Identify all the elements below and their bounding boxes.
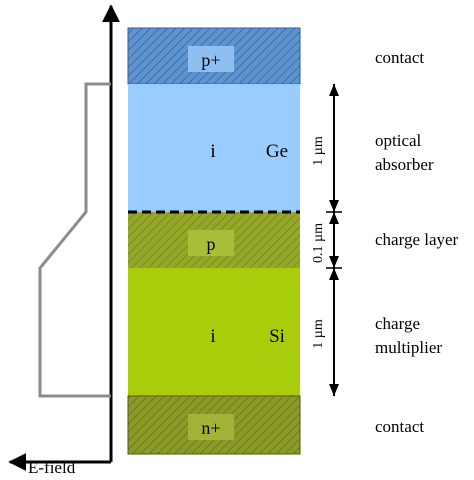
- description-absorber-line2: absorber: [375, 155, 434, 174]
- layer-absorber: i Ge: [128, 84, 300, 212]
- description-multiplier-line2: multiplier: [375, 338, 442, 357]
- absorber-label-i: i: [210, 141, 215, 162]
- dimension-arrow-multiplier-bottom: [329, 384, 339, 396]
- contact-top-label-box: [188, 46, 234, 72]
- dimension-label-charge: 0.1 µm: [311, 223, 326, 263]
- layer-charge: p: [128, 212, 300, 268]
- dimension-arrow-absorber-top: [329, 84, 339, 96]
- contact-bottom-label-box: [188, 414, 234, 440]
- contact-top-label: p+: [201, 50, 220, 70]
- description-absorber-line1: optical: [375, 131, 422, 150]
- description-contact-top: contact: [375, 48, 424, 67]
- dimension-arrow-charge-bottom: [329, 256, 339, 268]
- efield-profile-line: [38, 82, 111, 398]
- dimension-arrow-absorber-bottom: [329, 200, 339, 212]
- layer-descriptions: contact optical absorber charge layer ch…: [375, 48, 459, 436]
- layer-contact-top: p+: [127, 27, 301, 85]
- dimension-markers: 1 µm 0.1 µm 1 µm: [311, 84, 342, 396]
- contact-bottom-label: n+: [201, 418, 220, 438]
- layer-contact-bottom: n+: [127, 395, 301, 455]
- description-contact-bottom: contact: [375, 417, 424, 436]
- multiplier-label-si: Si: [269, 326, 285, 347]
- description-charge: charge layer: [375, 230, 459, 249]
- charge-label: p: [207, 234, 216, 254]
- dimension-label-absorber: 1 µm: [311, 136, 326, 166]
- dimension-arrow-multiplier-top: [329, 268, 339, 280]
- efield-axis-label: E-field: [28, 458, 76, 475]
- dimension-label-multiplier: 1 µm: [311, 319, 326, 349]
- charge-label-box: [188, 230, 234, 256]
- multiplier-fill: [128, 268, 300, 396]
- multiplier-label-i: i: [210, 326, 215, 347]
- layer-multiplier: i Si: [128, 268, 300, 396]
- description-multiplier-line1: charge: [375, 314, 420, 333]
- absorber-fill: [128, 84, 300, 212]
- absorber-label-ge: Ge: [266, 141, 288, 162]
- dimension-arrow-charge-top: [329, 212, 339, 224]
